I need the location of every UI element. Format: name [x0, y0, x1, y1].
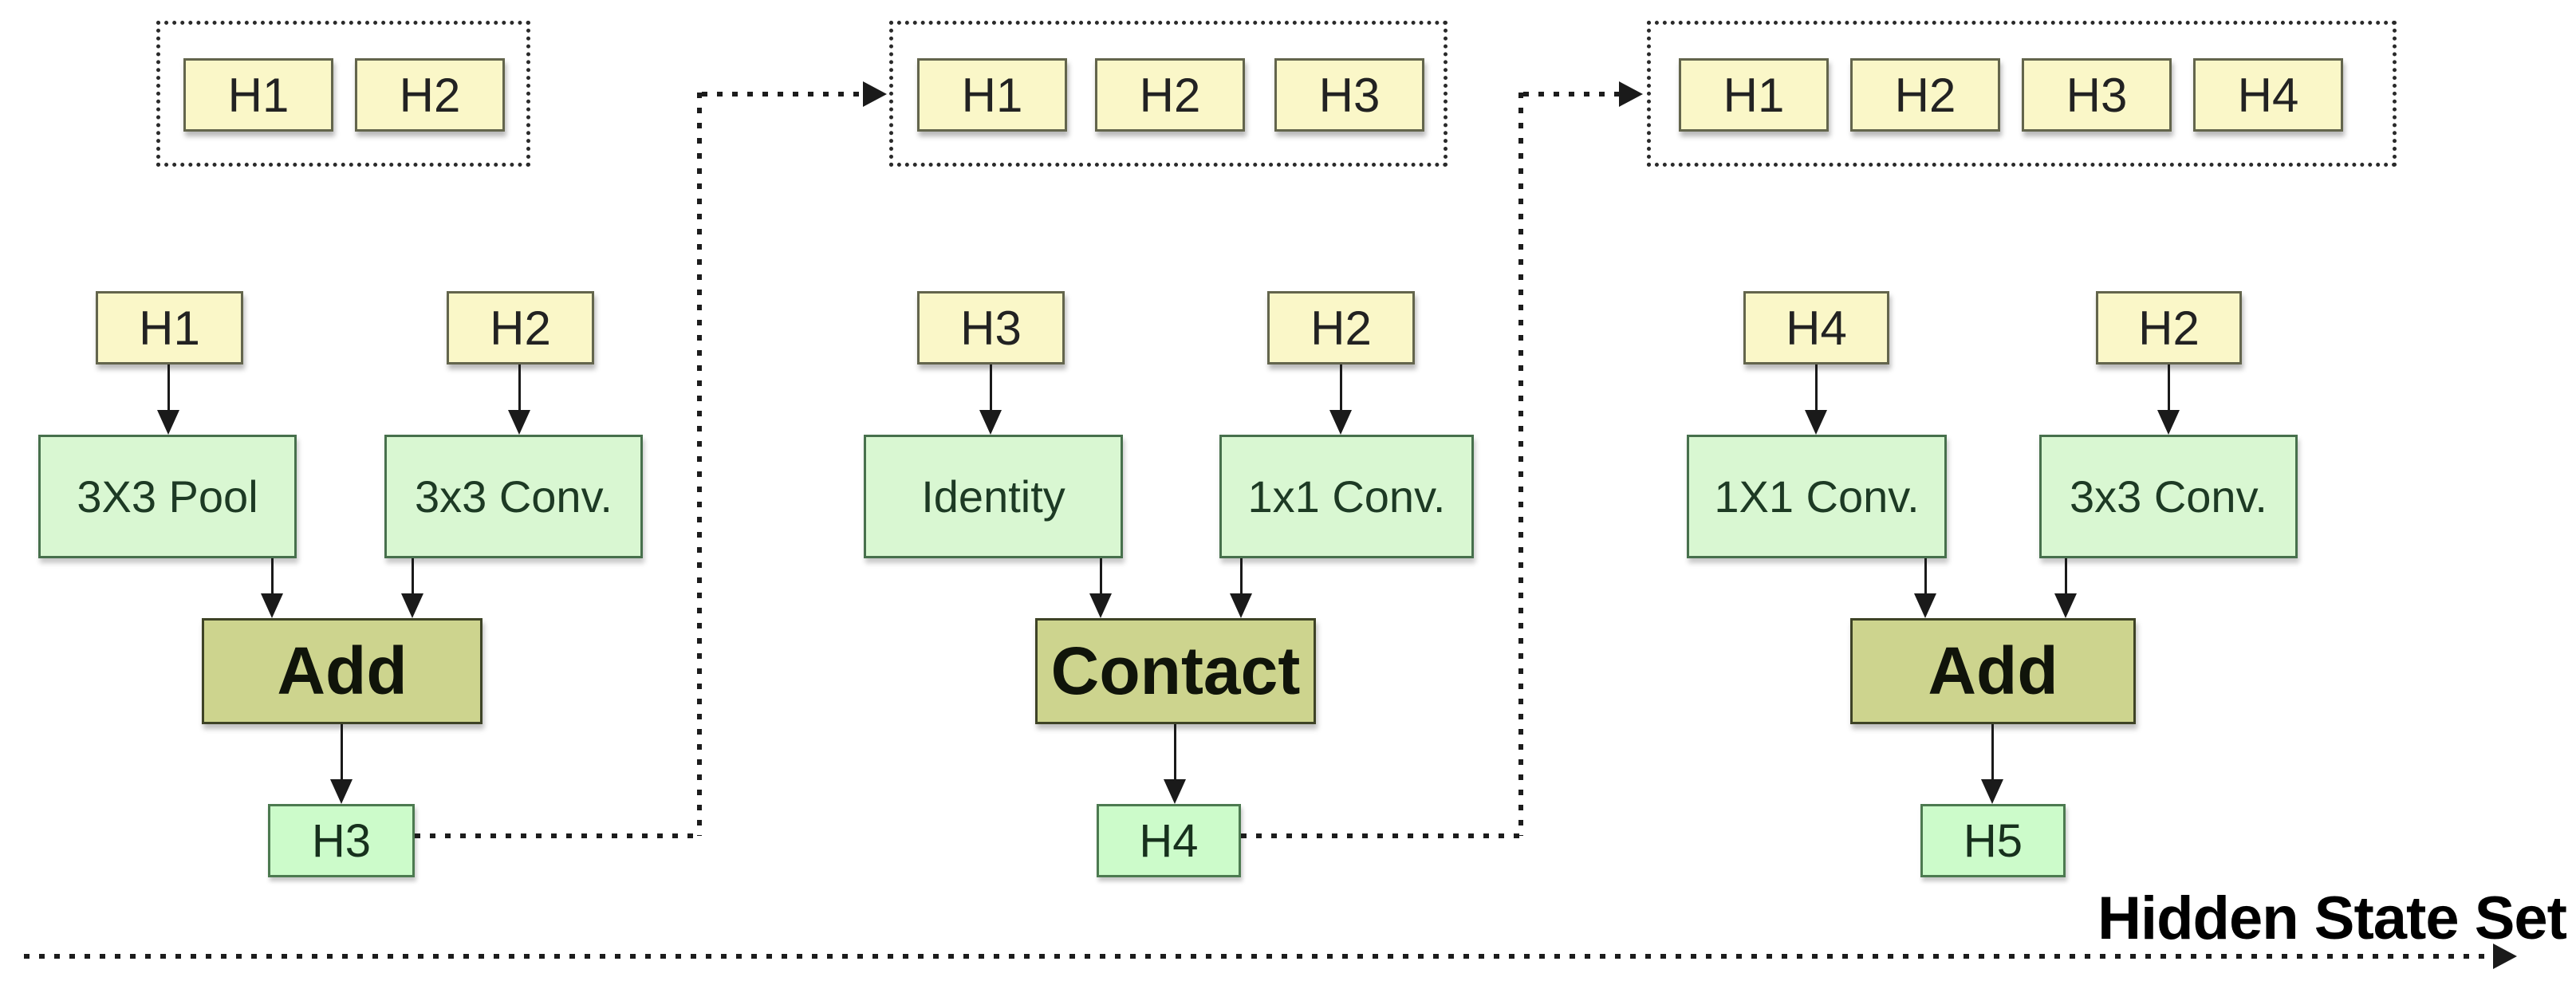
dotted-connector — [1241, 833, 1522, 838]
arrow-line — [1240, 558, 1243, 595]
dotted-connector — [1523, 92, 1619, 97]
state-box: H3 — [1274, 58, 1424, 132]
combine-box: Add — [1850, 618, 2136, 724]
arrow-right-icon — [863, 81, 887, 107]
dotted-connector — [1518, 93, 1523, 836]
input-state-box: H2 — [1267, 291, 1415, 364]
arrow-line — [1174, 724, 1176, 782]
arrow-line — [412, 558, 414, 595]
dotted-connector — [697, 93, 702, 836]
dotted-connector — [415, 833, 700, 838]
state-box: H3 — [2022, 58, 2172, 132]
input-state-box: H3 — [917, 291, 1065, 364]
op-box: 3x3 Conv. — [384, 435, 643, 558]
op-box: 3x3 Conv. — [2039, 435, 2298, 558]
state-box: H4 — [2193, 58, 2343, 132]
combine-box: Contact — [1035, 618, 1316, 724]
arrow-line — [2168, 364, 2170, 412]
arrow-down-icon — [401, 593, 423, 618]
combine-box: Add — [202, 618, 483, 724]
input-state-box: H2 — [447, 291, 594, 364]
arrow-line — [1924, 558, 1927, 595]
hidden-state-set-2: H1 H2 H3 — [889, 21, 1448, 167]
arrow-right-icon — [2493, 944, 2517, 969]
arrow-line — [341, 724, 343, 782]
arrow-down-icon — [1164, 779, 1186, 804]
arrow-line — [1100, 558, 1102, 595]
arrow-down-icon — [261, 593, 283, 618]
arrow-down-icon — [508, 410, 530, 435]
arrow-line — [167, 364, 170, 412]
arrow-down-icon — [979, 410, 1002, 435]
arrow-down-icon — [1914, 593, 1936, 618]
arrow-line — [2065, 558, 2067, 595]
arrow-down-icon — [1329, 410, 1352, 435]
op-box: Identity — [864, 435, 1123, 558]
state-box: H2 — [1095, 58, 1245, 132]
arrow-down-icon — [1981, 779, 2003, 804]
arrow-down-icon — [1805, 410, 1827, 435]
hidden-state-set-3: H1 H2 H3 H4 — [1647, 21, 2397, 167]
arrow-down-icon — [2054, 593, 2077, 618]
dotted-connector — [702, 92, 863, 97]
op-box: 1X1 Conv. — [1687, 435, 1947, 558]
arrow-line — [1815, 364, 1818, 412]
state-box: H2 — [355, 58, 505, 132]
hidden-state-axis — [24, 954, 2495, 959]
op-box: 3X3 Pool — [38, 435, 297, 558]
input-state-box: H4 — [1743, 291, 1889, 364]
input-state-box: H1 — [96, 291, 243, 364]
state-box: H2 — [1850, 58, 2000, 132]
arrow-down-icon — [1089, 593, 1112, 618]
state-box: H1 — [917, 58, 1067, 132]
arrow-line — [1991, 724, 1994, 782]
output-state-box: H5 — [1920, 804, 2066, 877]
state-box: H1 — [1679, 58, 1829, 132]
arrow-line — [518, 364, 521, 412]
input-state-box: H2 — [2096, 291, 2242, 364]
hidden-state-set-1: H1 H2 — [156, 21, 530, 167]
arrow-line — [271, 558, 274, 595]
op-box: 1x1 Conv. — [1219, 435, 1474, 558]
state-box: H1 — [183, 58, 333, 132]
arrow-down-icon — [157, 410, 179, 435]
hidden-state-set-label: Hidden State Set — [2097, 885, 2567, 952]
output-state-box: H3 — [268, 804, 415, 877]
arrow-down-icon — [1230, 593, 1252, 618]
arrow-right-icon — [1619, 81, 1643, 107]
arrow-down-icon — [2157, 410, 2180, 435]
arrow-line — [990, 364, 992, 412]
output-state-box: H4 — [1097, 804, 1241, 877]
arrow-line — [1340, 364, 1342, 412]
arrow-down-icon — [330, 779, 353, 804]
